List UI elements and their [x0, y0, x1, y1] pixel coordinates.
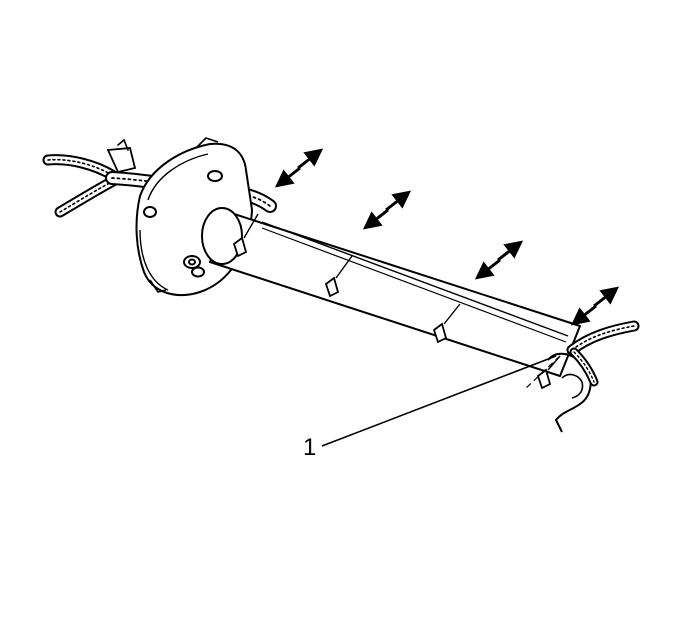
- double-arrow-icon-3: [474, 240, 524, 280]
- harness-clips: [232, 213, 561, 390]
- double-arrow-icon-1: [274, 148, 324, 188]
- tube-body: [201, 207, 592, 433]
- callout-leader-line: [321, 355, 557, 447]
- wire-harness-right: [566, 320, 640, 387]
- double-arrow-icon-4: [570, 286, 620, 326]
- double-arrow-icon-2: [362, 190, 412, 230]
- callout-label-1: 1: [303, 434, 317, 461]
